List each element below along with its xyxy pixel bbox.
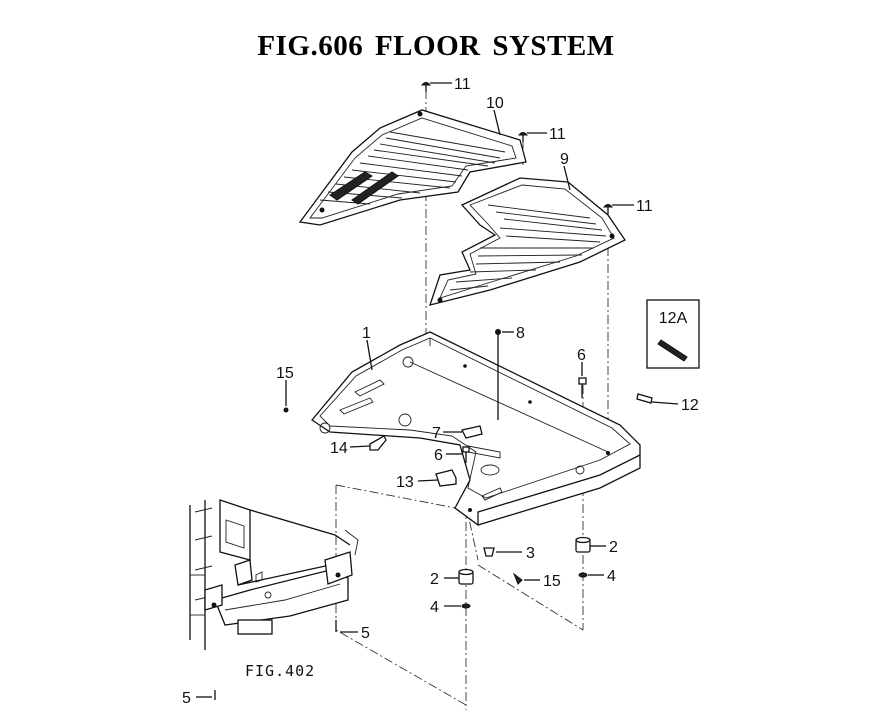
callout-13: 13 <box>396 474 414 491</box>
callout-7: 7 <box>432 425 441 442</box>
callout-5: 5 <box>182 690 191 707</box>
callout-10: 10 <box>486 95 504 112</box>
callout-8: 8 <box>516 325 525 342</box>
callout-5: 5 <box>361 625 370 642</box>
callout-4: 4 <box>607 568 616 585</box>
floor-mat-front <box>298 109 527 226</box>
floor-mat-rear <box>429 177 626 306</box>
figure-title: FIG.606 FLOOR SYSTEM <box>257 30 615 62</box>
callout-15: 15 <box>276 365 294 382</box>
callout-6: 6 <box>434 447 443 464</box>
frame-reference <box>189 499 359 650</box>
callout-9: 9 <box>560 151 569 168</box>
callouts: 11 10 11 9 11 1 8 6 15 12 7 6 14 13 3 2 … <box>182 76 699 707</box>
detail-label: 12A <box>659 310 688 327</box>
callout-15: 15 <box>543 573 561 590</box>
small-parts <box>214 329 653 700</box>
callout-2: 2 <box>430 571 439 588</box>
detail-box-12a: 12A <box>646 299 700 369</box>
callout-6: 6 <box>577 347 586 364</box>
callout-1: 1 <box>362 325 371 342</box>
figure-reference-label: FIG.402 <box>245 662 315 680</box>
callout-4: 4 <box>430 599 439 616</box>
callout-14: 14 <box>330 440 348 457</box>
callout-11: 11 <box>549 126 566 143</box>
callout-11: 11 <box>636 198 653 215</box>
callout-2: 2 <box>609 539 618 556</box>
callout-12: 12 <box>681 397 699 414</box>
callout-11: 11 <box>454 76 471 93</box>
mat-clips <box>420 82 614 214</box>
leader-lines <box>196 82 679 698</box>
callout-3: 3 <box>526 545 535 562</box>
